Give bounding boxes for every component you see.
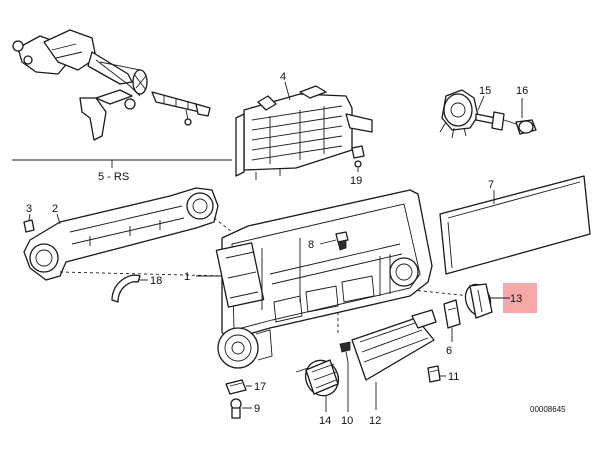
label-6: 6 (446, 345, 452, 357)
assembly-line-a (59, 271, 229, 277)
label-3: 3 (26, 203, 32, 215)
drawing-code: 00008645 (530, 405, 566, 414)
part-10-screw (339, 341, 351, 363)
part-13-knob (464, 283, 493, 319)
label-9: 9 (254, 403, 260, 415)
label-10: 10 (341, 415, 353, 427)
leader-2 (56, 213, 61, 225)
label-17: 17 (254, 381, 266, 393)
label-19: 19 (350, 175, 362, 187)
label-14: 14 (319, 415, 331, 427)
part-15-rotary-switch (439, 89, 505, 139)
part-4-control-mechanism (235, 85, 373, 180)
part-18-spring-ring (111, 274, 141, 303)
leader-3 (28, 213, 31, 221)
label-4: 4 (280, 71, 286, 83)
part-19-clip (351, 145, 365, 168)
part-5-cable-assembly (12, 29, 211, 141)
part-14-rotary-knob (295, 359, 340, 397)
leader-4 (284, 81, 291, 101)
label-1: 1 (184, 271, 190, 283)
part-2-rear-bracket (23, 187, 219, 281)
label-2: 2 (52, 203, 58, 215)
label-5-rs: 5 - RS (98, 171, 129, 183)
part-8-screw (335, 231, 349, 251)
label-8: 8 (308, 239, 314, 251)
part-6-switch (443, 299, 461, 329)
label-15: 15 (479, 85, 491, 97)
label-16: 16 (516, 85, 528, 97)
part-7-cover-plate (439, 175, 591, 275)
part-9-screw (230, 398, 242, 419)
part-12-slide-panel (351, 309, 437, 381)
label-7: 7 (488, 179, 494, 191)
label-11: 11 (448, 371, 459, 383)
leader-15 (477, 95, 485, 111)
label-18: 18 (150, 275, 162, 287)
assembly-line-c (411, 289, 471, 297)
leader-8 (319, 239, 337, 245)
part-11-button-cap (427, 365, 441, 383)
label-13: 13 (510, 293, 522, 305)
part-1-main-panel (215, 189, 433, 369)
part-3-clip (23, 219, 35, 233)
label-12: 12 (369, 415, 381, 427)
part-17-clip (225, 379, 247, 395)
part-16-cap-nut (503, 119, 537, 135)
